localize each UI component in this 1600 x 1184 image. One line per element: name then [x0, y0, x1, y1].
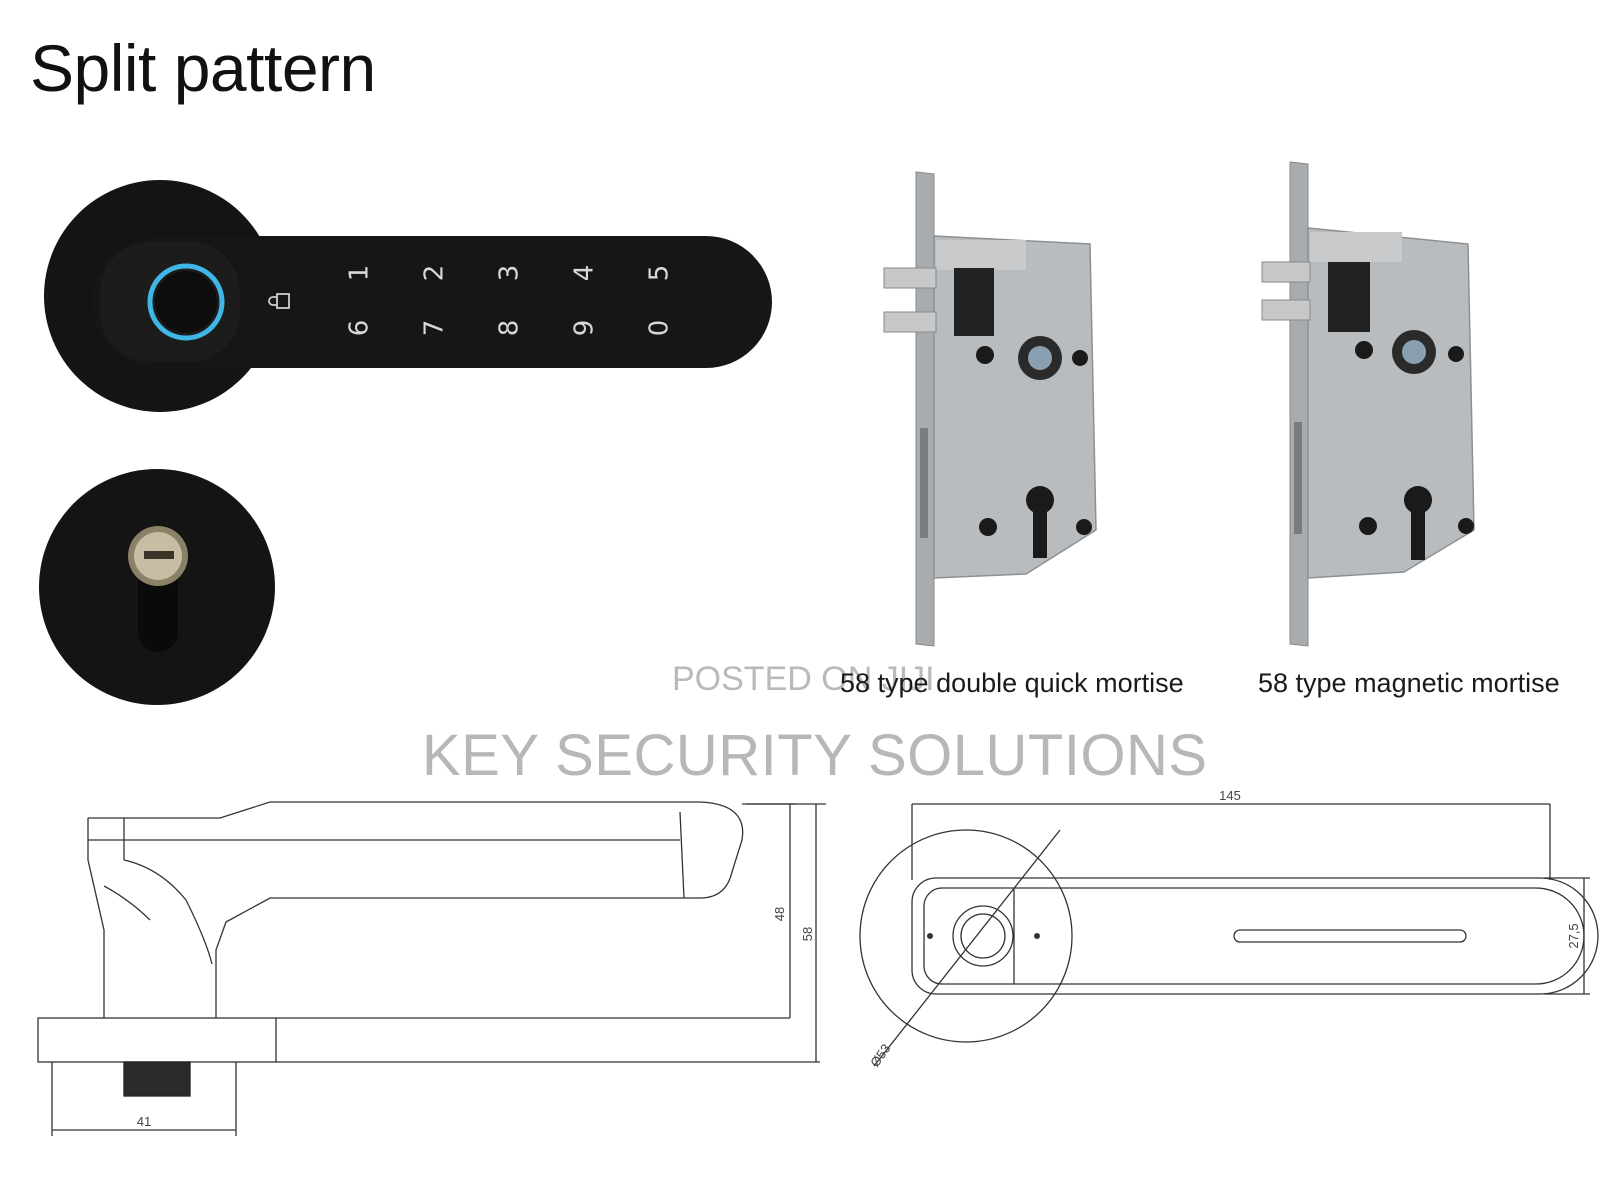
- fingerprint-sensor-icon: [147, 263, 225, 341]
- dimension-label: 58: [800, 927, 815, 941]
- keypad-key[interactable]: 9: [570, 320, 600, 337]
- keypad-row-2: 6 7 8 9 0: [345, 320, 675, 337]
- smart-lever-handle: 1 2 3 4 5 6 7 8 9 0: [44, 180, 772, 412]
- dimension-label: 41: [137, 1114, 151, 1129]
- keypad-key[interactable]: 2: [420, 265, 450, 282]
- key-cylinder-icon: [128, 526, 188, 652]
- keypad-key[interactable]: 1: [345, 265, 375, 282]
- dimension-label: 27,5: [1566, 923, 1581, 948]
- mortise-lock-magnetic: [1261, 161, 1475, 647]
- watermark-posted-on: POSTED ON JIJI: [672, 660, 935, 698]
- keypad-key[interactable]: 5: [645, 265, 675, 282]
- dimension-label: 145: [1219, 788, 1241, 803]
- keypad-row-1: 1 2 3 4 5: [345, 265, 675, 282]
- padlock-icon: [268, 293, 290, 309]
- keypad-key[interactable]: 7: [420, 320, 450, 337]
- watermark-company-name: KEY SECURITY SOLUTIONS: [422, 723, 1208, 788]
- mortise-lock-double-quick: [883, 171, 1097, 647]
- keypad-key[interactable]: 8: [495, 320, 525, 337]
- keypad-key[interactable]: 0: [645, 320, 675, 337]
- keypad-key[interactable]: 6: [345, 320, 375, 337]
- mortise-caption-magnetic: 58 type magnetic mortise: [1258, 668, 1560, 698]
- side-view-drawing: [37, 801, 826, 1136]
- dimension-label: 48: [772, 907, 787, 921]
- page-title: Split pattern: [30, 31, 376, 105]
- mortise-caption-double-quick: 58 type double quick mortise: [840, 668, 1184, 698]
- keypad-key[interactable]: 4: [570, 265, 600, 282]
- key-cylinder-rose: [39, 469, 275, 705]
- keypad-key[interactable]: 3: [495, 265, 525, 282]
- top-view-drawing: [859, 803, 1599, 1067]
